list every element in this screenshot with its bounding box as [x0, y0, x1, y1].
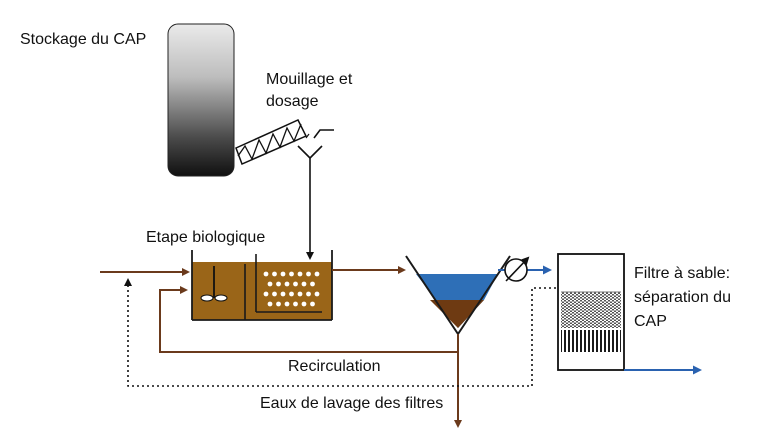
recirculation-label: Recirculation — [288, 358, 381, 375]
aeration-bubbles — [263, 271, 320, 307]
aeration-bubble — [276, 301, 281, 307]
aeration-bubble — [263, 271, 269, 277]
sand-filter — [557, 253, 625, 371]
flow-meter-icon — [504, 256, 530, 282]
storage-label: Stockage du CAP — [20, 31, 147, 48]
aeration-bubble — [306, 291, 311, 297]
aeration-bubble — [280, 271, 286, 277]
aeration-bubble — [301, 281, 307, 287]
aeration-bubble — [284, 281, 290, 287]
aeration-bubble — [272, 291, 277, 297]
aeration-bubble — [276, 281, 281, 287]
aeration-bubble — [289, 291, 294, 297]
aeration-bubble — [289, 271, 294, 277]
wash-water-label: Eaux de lavage des filtres — [260, 395, 444, 412]
aeration-bubble — [297, 291, 303, 297]
pac-storage-silo — [167, 23, 235, 177]
biological-step-label: Etape biologique — [146, 229, 266, 246]
aeration-bubble — [267, 301, 273, 307]
wetting-dosing-label-line2: dosage — [266, 93, 319, 110]
aeration-bubble — [280, 291, 286, 297]
aeration-bubble — [293, 281, 298, 287]
aeration-bubble — [293, 301, 298, 307]
aeration-bubble — [297, 271, 303, 277]
aeration-bubble — [284, 301, 290, 307]
recirculation-line — [159, 286, 459, 353]
aeration-bubble — [314, 291, 320, 297]
aeration-bubble — [310, 301, 315, 307]
sand-filter-label-line1: Filtre à sable: — [634, 265, 731, 282]
sand-filter-label-line2: séparation du — [634, 289, 731, 306]
conveyor-screw-icon — [235, 119, 308, 166]
stirrer-icon — [200, 266, 228, 302]
dosing-funnel-icon — [297, 129, 334, 166]
biological-tank — [191, 250, 333, 321]
clarifier — [405, 255, 511, 335]
aeration-bubble — [310, 281, 315, 287]
aeration-bubble — [314, 271, 320, 277]
aeration-bubble — [272, 271, 277, 277]
aeration-bubble — [301, 301, 307, 307]
wash-water-return — [124, 278, 556, 387]
aeration-bubble — [263, 291, 269, 297]
wetting-dosing-label-line1: Mouillage et — [266, 71, 353, 88]
aeration-bubble — [306, 271, 311, 277]
aeration-bubble — [267, 281, 273, 287]
sand-filter-label-line3: CAP — [634, 313, 667, 330]
